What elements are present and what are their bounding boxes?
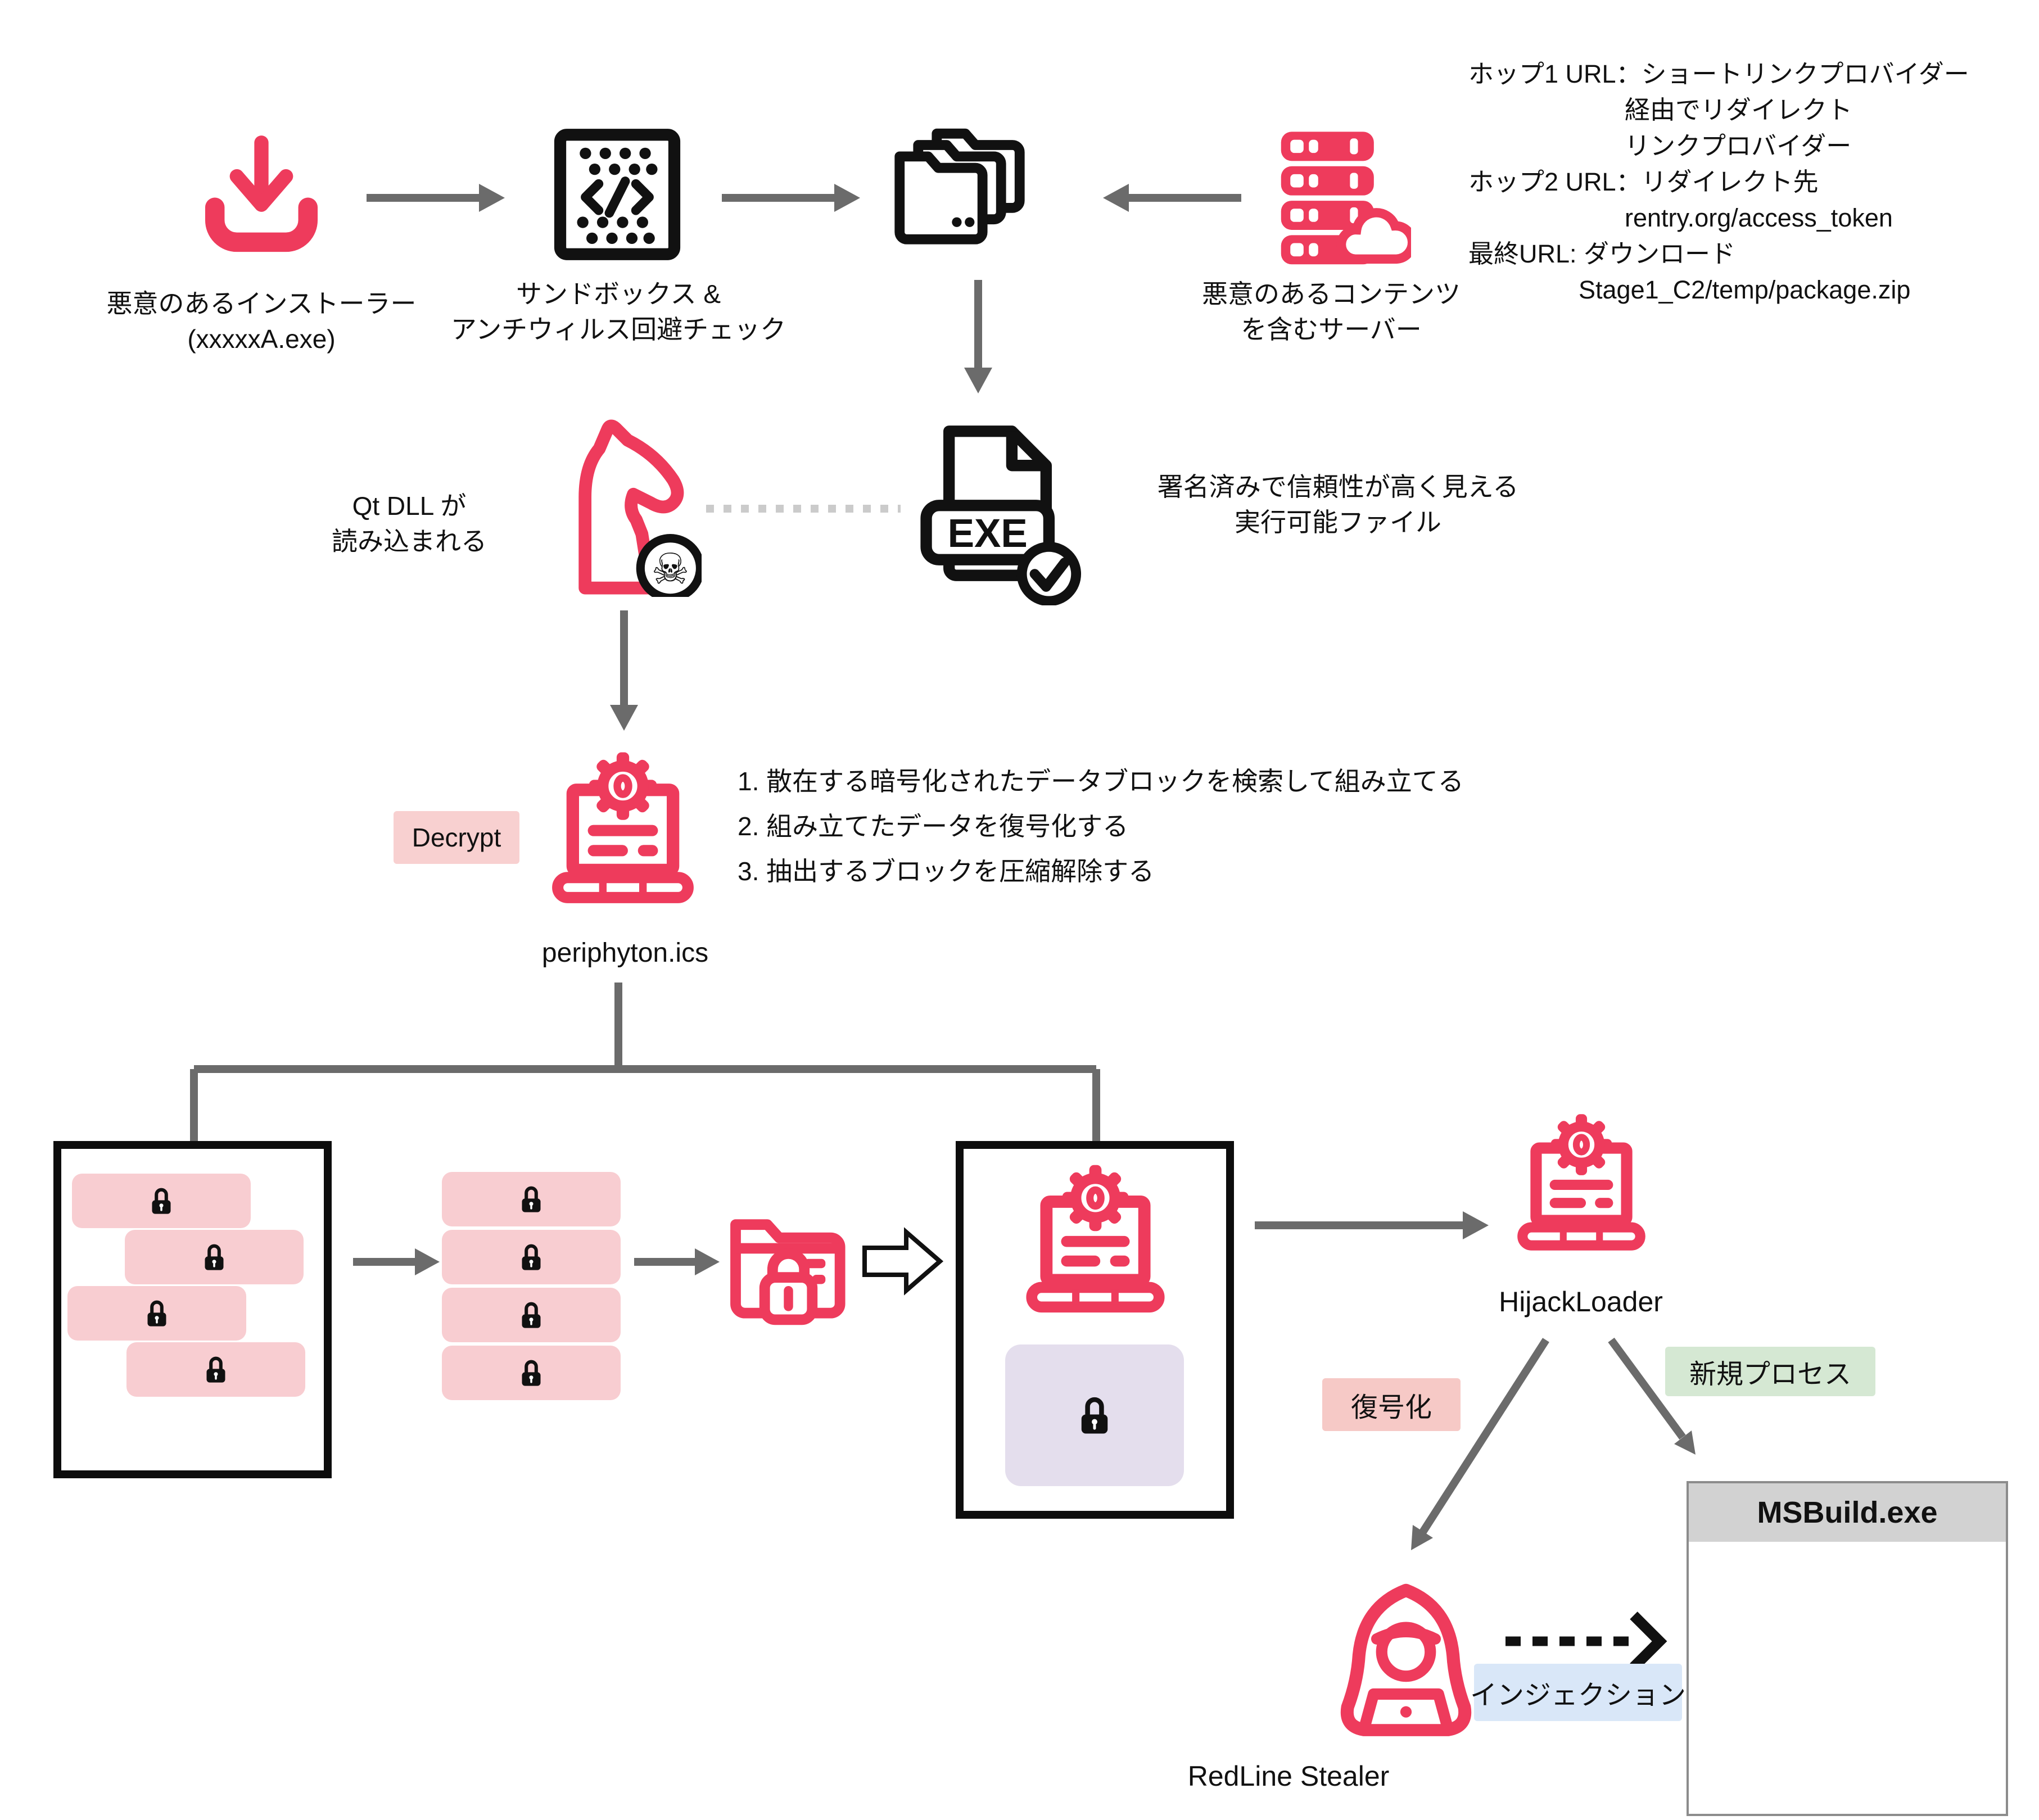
assembled-block [442,1230,621,1284]
encrypted-block [72,1174,251,1228]
lock-icon [759,1248,818,1325]
arrow-box-to-hijackloader [1255,1211,1489,1239]
encrypted-final-block [1005,1344,1184,1486]
sandbox-code-icon [551,128,684,261]
assembled-block [442,1172,621,1226]
injection-badge: インジェクション [1470,1664,1686,1721]
hijackloader-icon [1502,1114,1661,1259]
decrypt-steps-list: 1. 散在する暗号化されたデータブロックを検索して組み立てる 2. 組み立てたデ… [738,759,1464,894]
redline-stealer-icon [1324,1581,1488,1749]
arrow-hijack-to-redline [1411,1338,1549,1550]
encrypted-block [67,1286,246,1341]
svg-text:EXE: EXE [948,511,1028,556]
signed-exe-label-line2: 実行可能ファイル [1235,508,1441,537]
decrypt-step-1: 1. 散在する暗号化されたデータブロックを検索して組み立てる [738,767,1464,796]
arrow-horse-down [610,610,638,731]
decode-badge: 復号化 [1322,1378,1461,1431]
split-connector [190,983,1100,1141]
assembled-block [442,1346,621,1400]
installer-label-line1: 悪意のあるインストーラー [106,289,417,318]
installer-label-line2: (xxxxxA.exe) [187,324,336,354]
payload-filename-label: periphyton.ics [541,938,709,968]
assembled-block [442,1288,621,1342]
arrow-folders-down [964,280,992,393]
decrypt-step-3: 3. 抽出するブロックを圧縮解除する [738,857,1155,886]
server-label-line2: を含むサーバー [1241,315,1422,344]
qt-dll-label-line1: Qt DLL が [352,491,467,520]
arrow-column-to-folderlock [634,1248,720,1275]
url-note-line: 経由でリダイレクト [1625,96,1853,124]
stacked-folders-icon [891,125,1063,268]
sandbox-label-line2: アンチウィルス回避チェック [450,315,786,344]
outline-arrow-icon [862,1227,944,1296]
encrypted-block [126,1342,305,1397]
sandbox-label-line1: サンドボックス & [516,279,721,309]
decrypt-gear-laptop-icon [535,752,711,913]
arrow-installer-to-sandbox [367,184,505,212]
decrypt-step-2: 2. 組み立てたデータを復号化する [738,812,1129,841]
url-note-line: リンクプロバイダー [1625,132,1852,160]
url-note-line: Stage1_C2/temp/package.zip [1579,275,1911,304]
encrypted-block [125,1230,304,1284]
trojan-horse-icon: ☠ [551,417,702,597]
decrypt-badge: Decrypt [394,811,519,864]
signed-exe-label-line1: 署名済みで信頼性が高く見える [1157,472,1519,501]
redline-stealer-label: RedLine Stealer [1187,1760,1390,1792]
skull-badge-icon: ☠ [636,534,702,597]
url-note-line: ホップ1 URL：ショートリンクプロバイダー [1468,60,1969,88]
url-note-line: rentry.org/access_token [1625,203,1893,232]
svg-text:☠: ☠ [651,546,689,594]
msbuild-titlebar: MSBuild.exe [1689,1483,2006,1542]
msbuild-process-window: MSBuild.exe [1687,1481,2008,1816]
check-badge-icon [1016,542,1082,605]
download-icon [197,132,326,267]
arrow-server-to-folders [1103,184,1241,212]
locked-folder-icon [722,1193,855,1330]
malicious-server-icon [1268,126,1411,267]
signed-exe-file-icon: EXE [912,423,1083,605]
hijackloader-label: HijackLoader [1499,1286,1663,1318]
url-hop-notes: ホップ1 URL：ショートリンクプロバイダー 経由でリダイレクト リンクプロバイ… [1468,56,1969,308]
payload-gear-laptop-icon [1010,1165,1181,1322]
cloud-icon [1336,208,1411,264]
arrow-sandbox-to-folders [722,184,860,212]
gray-arrows [190,184,1696,1550]
arrow-hijack-to-msbuild [1608,1337,1696,1455]
url-note-line: ホップ2 URL：リダイレクト先 [1468,167,1819,196]
server-label-line1: 悪意のあるコンテンツ [1202,279,1461,309]
url-note-line: 最終URL: ダウンロード [1468,239,1736,268]
qt-dll-label-line2: 読み込まれる [332,527,487,556]
new-process-badge: 新規プロセス [1665,1347,1875,1396]
dashed-injection-arrow [1505,1611,1667,1671]
arrow-box-to-column [353,1248,440,1275]
